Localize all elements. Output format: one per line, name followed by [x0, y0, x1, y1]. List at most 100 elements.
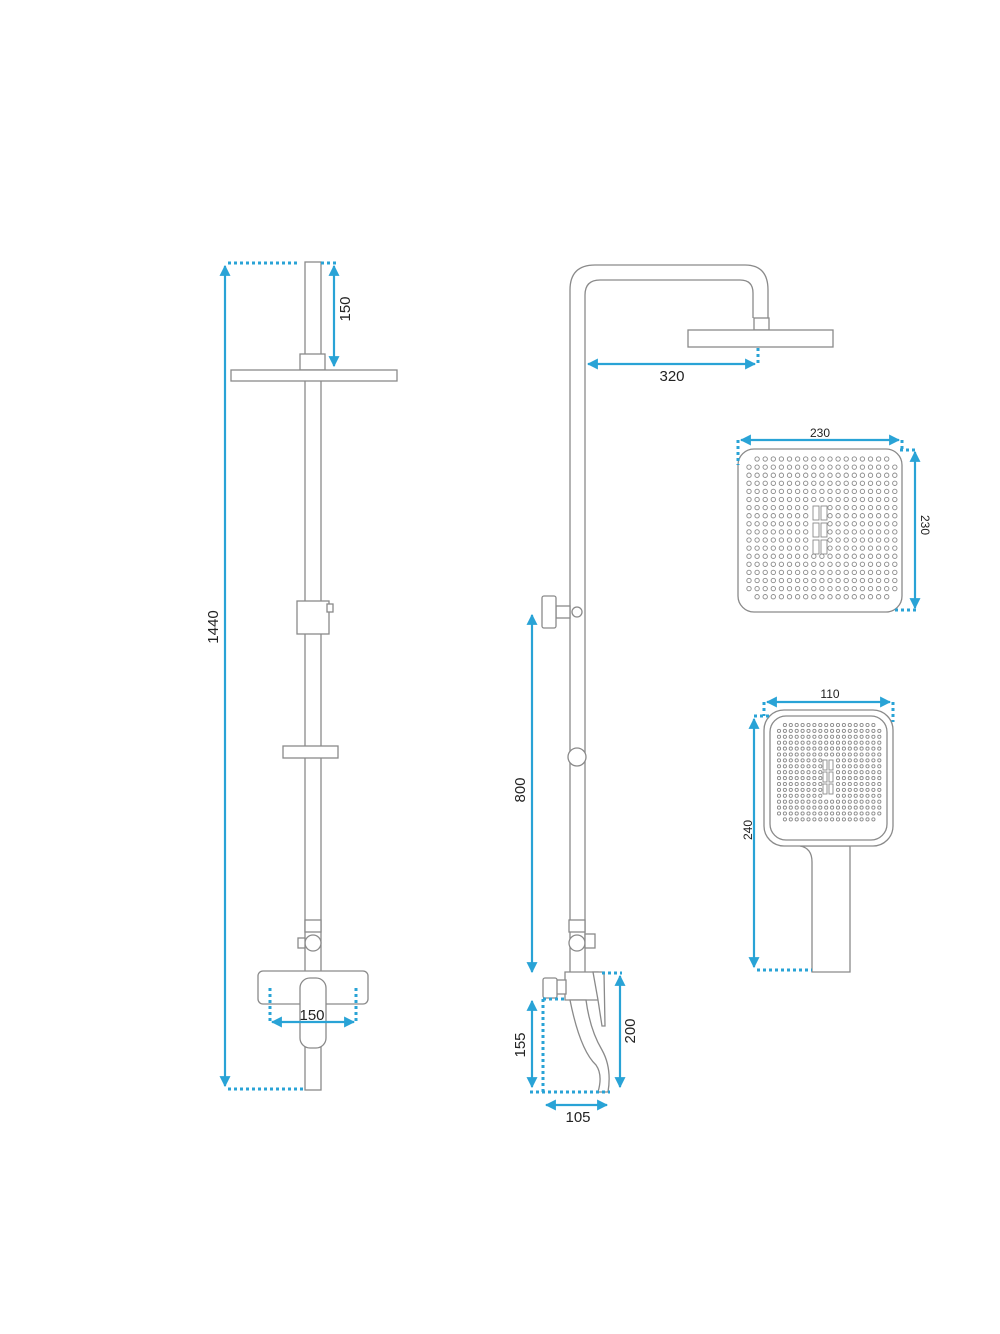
nozzle	[865, 811, 870, 816]
nozzle	[824, 752, 829, 757]
nozzle	[811, 456, 817, 462]
nozzle	[835, 561, 841, 567]
nozzle	[776, 770, 782, 775]
nozzle	[841, 799, 846, 804]
overhead-shower-side	[687, 329, 834, 348]
nozzle	[847, 793, 852, 798]
nozzle	[794, 561, 801, 567]
nozzle	[778, 513, 785, 519]
nozzle	[746, 545, 752, 551]
nozzle	[867, 529, 874, 535]
nozzle	[830, 734, 835, 739]
nozzle	[865, 734, 870, 739]
nozzle	[811, 464, 817, 470]
nozzle	[794, 734, 799, 739]
nozzle	[776, 734, 782, 739]
nozzle	[794, 787, 799, 792]
nozzle	[859, 793, 864, 798]
nozzle	[841, 770, 846, 775]
nozzle	[782, 734, 787, 739]
nozzle	[788, 758, 793, 763]
nozzle	[827, 472, 833, 478]
nozzle	[770, 594, 776, 600]
nozzle	[884, 553, 890, 559]
nozzle	[824, 740, 829, 745]
nozzle	[859, 799, 864, 804]
nozzle	[884, 537, 890, 543]
label-spout-projection: 105	[565, 1109, 590, 1126]
nozzle	[819, 472, 825, 478]
nozzle	[794, 811, 799, 816]
nozzle	[794, 722, 799, 728]
nozzle	[770, 521, 776, 527]
nozzle	[859, 781, 864, 787]
overhead-shower-top-view: 230 230	[736, 426, 932, 613]
nozzle	[867, 553, 874, 559]
nozzle	[875, 513, 882, 519]
nozzle	[835, 480, 841, 486]
nozzle	[859, 585, 866, 592]
nozzle	[853, 770, 858, 775]
hand-nozzle-grid	[776, 722, 882, 822]
label-arm-length: 320	[659, 368, 684, 385]
nozzle	[746, 464, 752, 470]
nozzle	[818, 817, 823, 822]
nozzle	[812, 776, 817, 781]
nozzle	[847, 781, 852, 787]
nozzle	[847, 752, 852, 757]
nozzle	[892, 537, 898, 543]
nozzle	[841, 776, 846, 781]
nozzle	[867, 521, 874, 527]
nozzle	[867, 456, 874, 462]
nozzle	[827, 513, 833, 519]
nozzle	[778, 585, 785, 592]
nozzle	[841, 805, 846, 810]
nozzle	[851, 561, 857, 567]
nozzle	[859, 758, 864, 763]
nozzle	[892, 569, 898, 576]
nozzle	[884, 529, 890, 535]
nozzle	[762, 521, 768, 527]
nozzle	[892, 545, 898, 551]
nozzle	[835, 496, 841, 503]
nozzle	[778, 504, 785, 511]
nozzle	[782, 811, 787, 816]
label-diverter-height: 800	[512, 777, 529, 802]
nozzle	[794, 764, 799, 769]
nozzle	[803, 569, 809, 576]
nozzle	[794, 537, 801, 543]
nozzle	[835, 545, 841, 551]
nozzle	[762, 561, 768, 567]
nozzle	[835, 569, 841, 576]
nozzle	[877, 752, 882, 757]
nozzle	[794, 472, 801, 478]
nozzle	[824, 811, 829, 816]
nozzle	[867, 545, 874, 551]
nozzle	[786, 561, 793, 567]
nozzle	[853, 817, 858, 822]
nozzle	[818, 746, 823, 751]
nozzle	[827, 488, 833, 495]
nozzle	[859, 456, 866, 462]
nozzle	[788, 817, 793, 822]
nozzle	[892, 585, 898, 592]
nozzle	[884, 561, 890, 567]
nozzle	[830, 740, 835, 745]
nozzle	[806, 734, 811, 739]
nozzle	[853, 758, 858, 763]
nozzle	[806, 758, 811, 763]
nozzle	[786, 456, 793, 462]
nozzle	[803, 537, 809, 543]
nozzle	[812, 817, 817, 822]
nozzle	[835, 758, 841, 763]
nozzle	[841, 764, 846, 769]
nozzle	[746, 553, 752, 559]
nozzle	[843, 504, 849, 511]
nozzle	[788, 728, 793, 733]
nozzle	[786, 585, 793, 592]
nozzle	[851, 496, 857, 503]
nozzle	[782, 758, 787, 763]
nozzle	[859, 537, 866, 543]
nozzle	[786, 545, 793, 551]
nozzle	[875, 529, 882, 535]
